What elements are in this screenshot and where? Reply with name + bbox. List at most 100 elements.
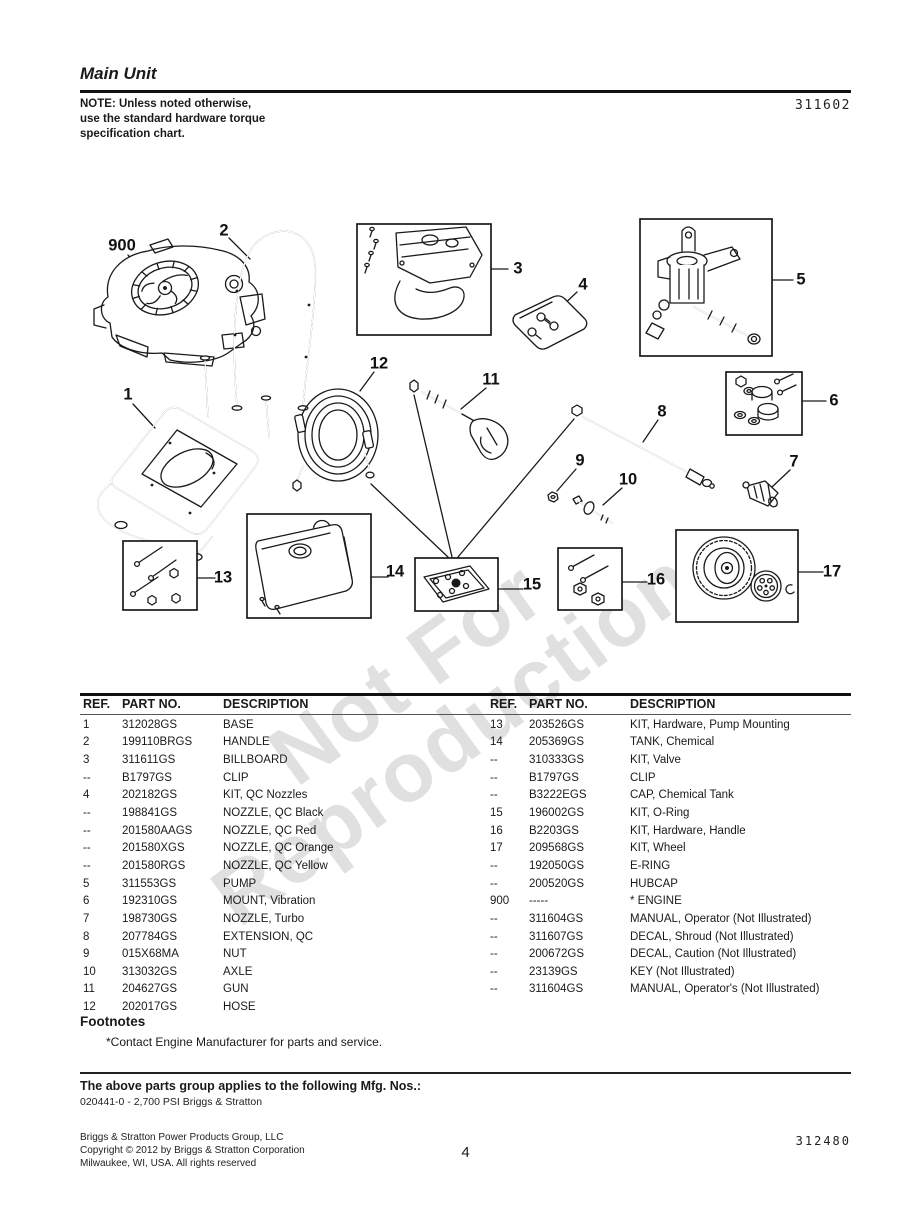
ref-cell: --	[490, 754, 498, 767]
part-number-cell: 209568GS	[529, 842, 584, 855]
description-cell: MANUAL, Operator (Not Illustrated)	[630, 912, 812, 925]
part-number-cell: 311611GS	[122, 754, 176, 767]
oring-kit-box	[414, 557, 499, 612]
mfg-heading: The above parts group applies to the fol…	[80, 1079, 421, 1093]
description-cell: MANUAL, Operator's (Not Illustrated)	[630, 983, 820, 996]
table-row: 2 199110BRGS HANDLE	[83, 734, 413, 752]
wheel-kit-box	[675, 529, 799, 623]
description-cell: HANDLE	[223, 736, 270, 749]
ref-cell: 7	[83, 912, 90, 925]
callout-11: 11	[482, 370, 500, 389]
description-cell: KIT, Wheel	[630, 842, 686, 855]
parts-table-header-left: REF. PART NO. DESCRIPTION	[83, 697, 413, 711]
part-number-cell: 203526GS	[529, 718, 584, 731]
description-cell: KIT, Valve	[630, 754, 681, 767]
ref-cell: 10	[83, 965, 96, 978]
callout-8: 8	[657, 402, 667, 421]
part-number-cell: B3222EGS	[529, 789, 587, 802]
col-desc: DESCRIPTION	[223, 697, 309, 711]
part-number-cell: 198841GS	[122, 807, 177, 820]
ref-cell: 8	[83, 930, 90, 943]
ref-cell: --	[83, 824, 91, 837]
ref-cell: 6	[83, 895, 90, 908]
description-cell: BASE	[223, 718, 254, 731]
part-number-cell: 202017GS	[122, 1001, 177, 1014]
gun-illustration	[409, 379, 509, 461]
parts-table-header-right: REF. PART NO. DESCRIPTION	[490, 697, 851, 711]
illustration-number: 311602	[795, 98, 851, 113]
ref-cell: 900	[490, 895, 510, 908]
part-number-cell: 199110BRGS	[122, 736, 193, 749]
torque-note-line: use the standard hardware torque	[80, 113, 266, 126]
turbo-nozzle-illustration	[742, 480, 779, 508]
table-row: 900-----* ENGINE	[490, 892, 851, 910]
description-cell: MOUNT, Vibration	[223, 895, 316, 908]
table-row: -- B1797GS CLIP	[490, 769, 851, 787]
engine-illustration	[93, 238, 266, 367]
description-cell: EXTENSION, QC	[223, 930, 314, 943]
description-cell: NOZZLE, QC Yellow	[223, 859, 328, 872]
description-cell: KIT, Hardware, Pump Mounting	[630, 718, 790, 731]
ref-cell: --	[490, 789, 498, 802]
col-part: PART NO.	[122, 697, 181, 711]
description-cell: CLIP	[630, 771, 656, 784]
part-number-cell: 202182GS	[122, 789, 177, 802]
part-number-cell: 200672GS	[529, 948, 584, 961]
callout-5: 5	[796, 270, 806, 289]
part-number-cell: B1797GS	[529, 771, 579, 784]
ref-cell: --	[490, 983, 498, 996]
footer-line: Copyright © 2012 by Briggs & Stratton Co…	[80, 1144, 305, 1156]
description-cell: KIT, Hardware, Handle	[630, 824, 746, 837]
part-number-cell: 313032GS	[122, 965, 177, 978]
ref-cell: --	[490, 948, 498, 961]
description-cell: TANK, Chemical	[630, 736, 715, 749]
hose-illustration	[292, 388, 379, 492]
callout-4: 4	[578, 275, 588, 294]
ref-cell: --	[490, 771, 498, 784]
vibration-mount-box	[725, 371, 803, 436]
ref-cell: 2	[83, 736, 90, 749]
nut-illustration	[547, 491, 559, 503]
part-number-cell: -----	[529, 895, 549, 908]
col-part: PART NO.	[529, 697, 588, 711]
ref-cell: --	[490, 930, 498, 943]
callout-7: 7	[789, 452, 799, 471]
part-number-cell: 192310GS	[122, 895, 177, 908]
ref-cell: 14	[490, 736, 503, 749]
footer-line: Milwaukee, WI, USA. All rights reserved	[80, 1157, 257, 1169]
description-cell: E-RING	[630, 859, 671, 872]
footnotes-heading: Footnotes	[80, 1014, 146, 1029]
ref-cell: --	[83, 807, 91, 820]
ref-cell: 12	[83, 1001, 96, 1014]
page-number: 4	[461, 1144, 470, 1161]
handle-hardware-box	[557, 547, 623, 611]
description-cell: DECAL, Shroud (Not Illustrated)	[630, 930, 794, 943]
ref-cell: 5	[83, 877, 90, 890]
ref-cell: --	[83, 771, 91, 784]
part-number-cell: 201580RGS	[122, 859, 186, 872]
mfg-rule	[80, 1072, 851, 1075]
description-cell: GUN	[223, 983, 249, 996]
callout-14: 14	[385, 562, 405, 581]
callout-6: 6	[829, 391, 839, 410]
callout-12: 12	[369, 354, 389, 373]
description-cell: KIT, O-Ring	[630, 807, 690, 820]
torque-note: NOTE: Unless noted otherwise, use the st…	[80, 97, 310, 143]
form-number: 312480	[795, 1134, 851, 1148]
ref-cell: 15	[490, 807, 503, 820]
description-cell: DECAL, Caution (Not Illustrated)	[630, 948, 797, 961]
